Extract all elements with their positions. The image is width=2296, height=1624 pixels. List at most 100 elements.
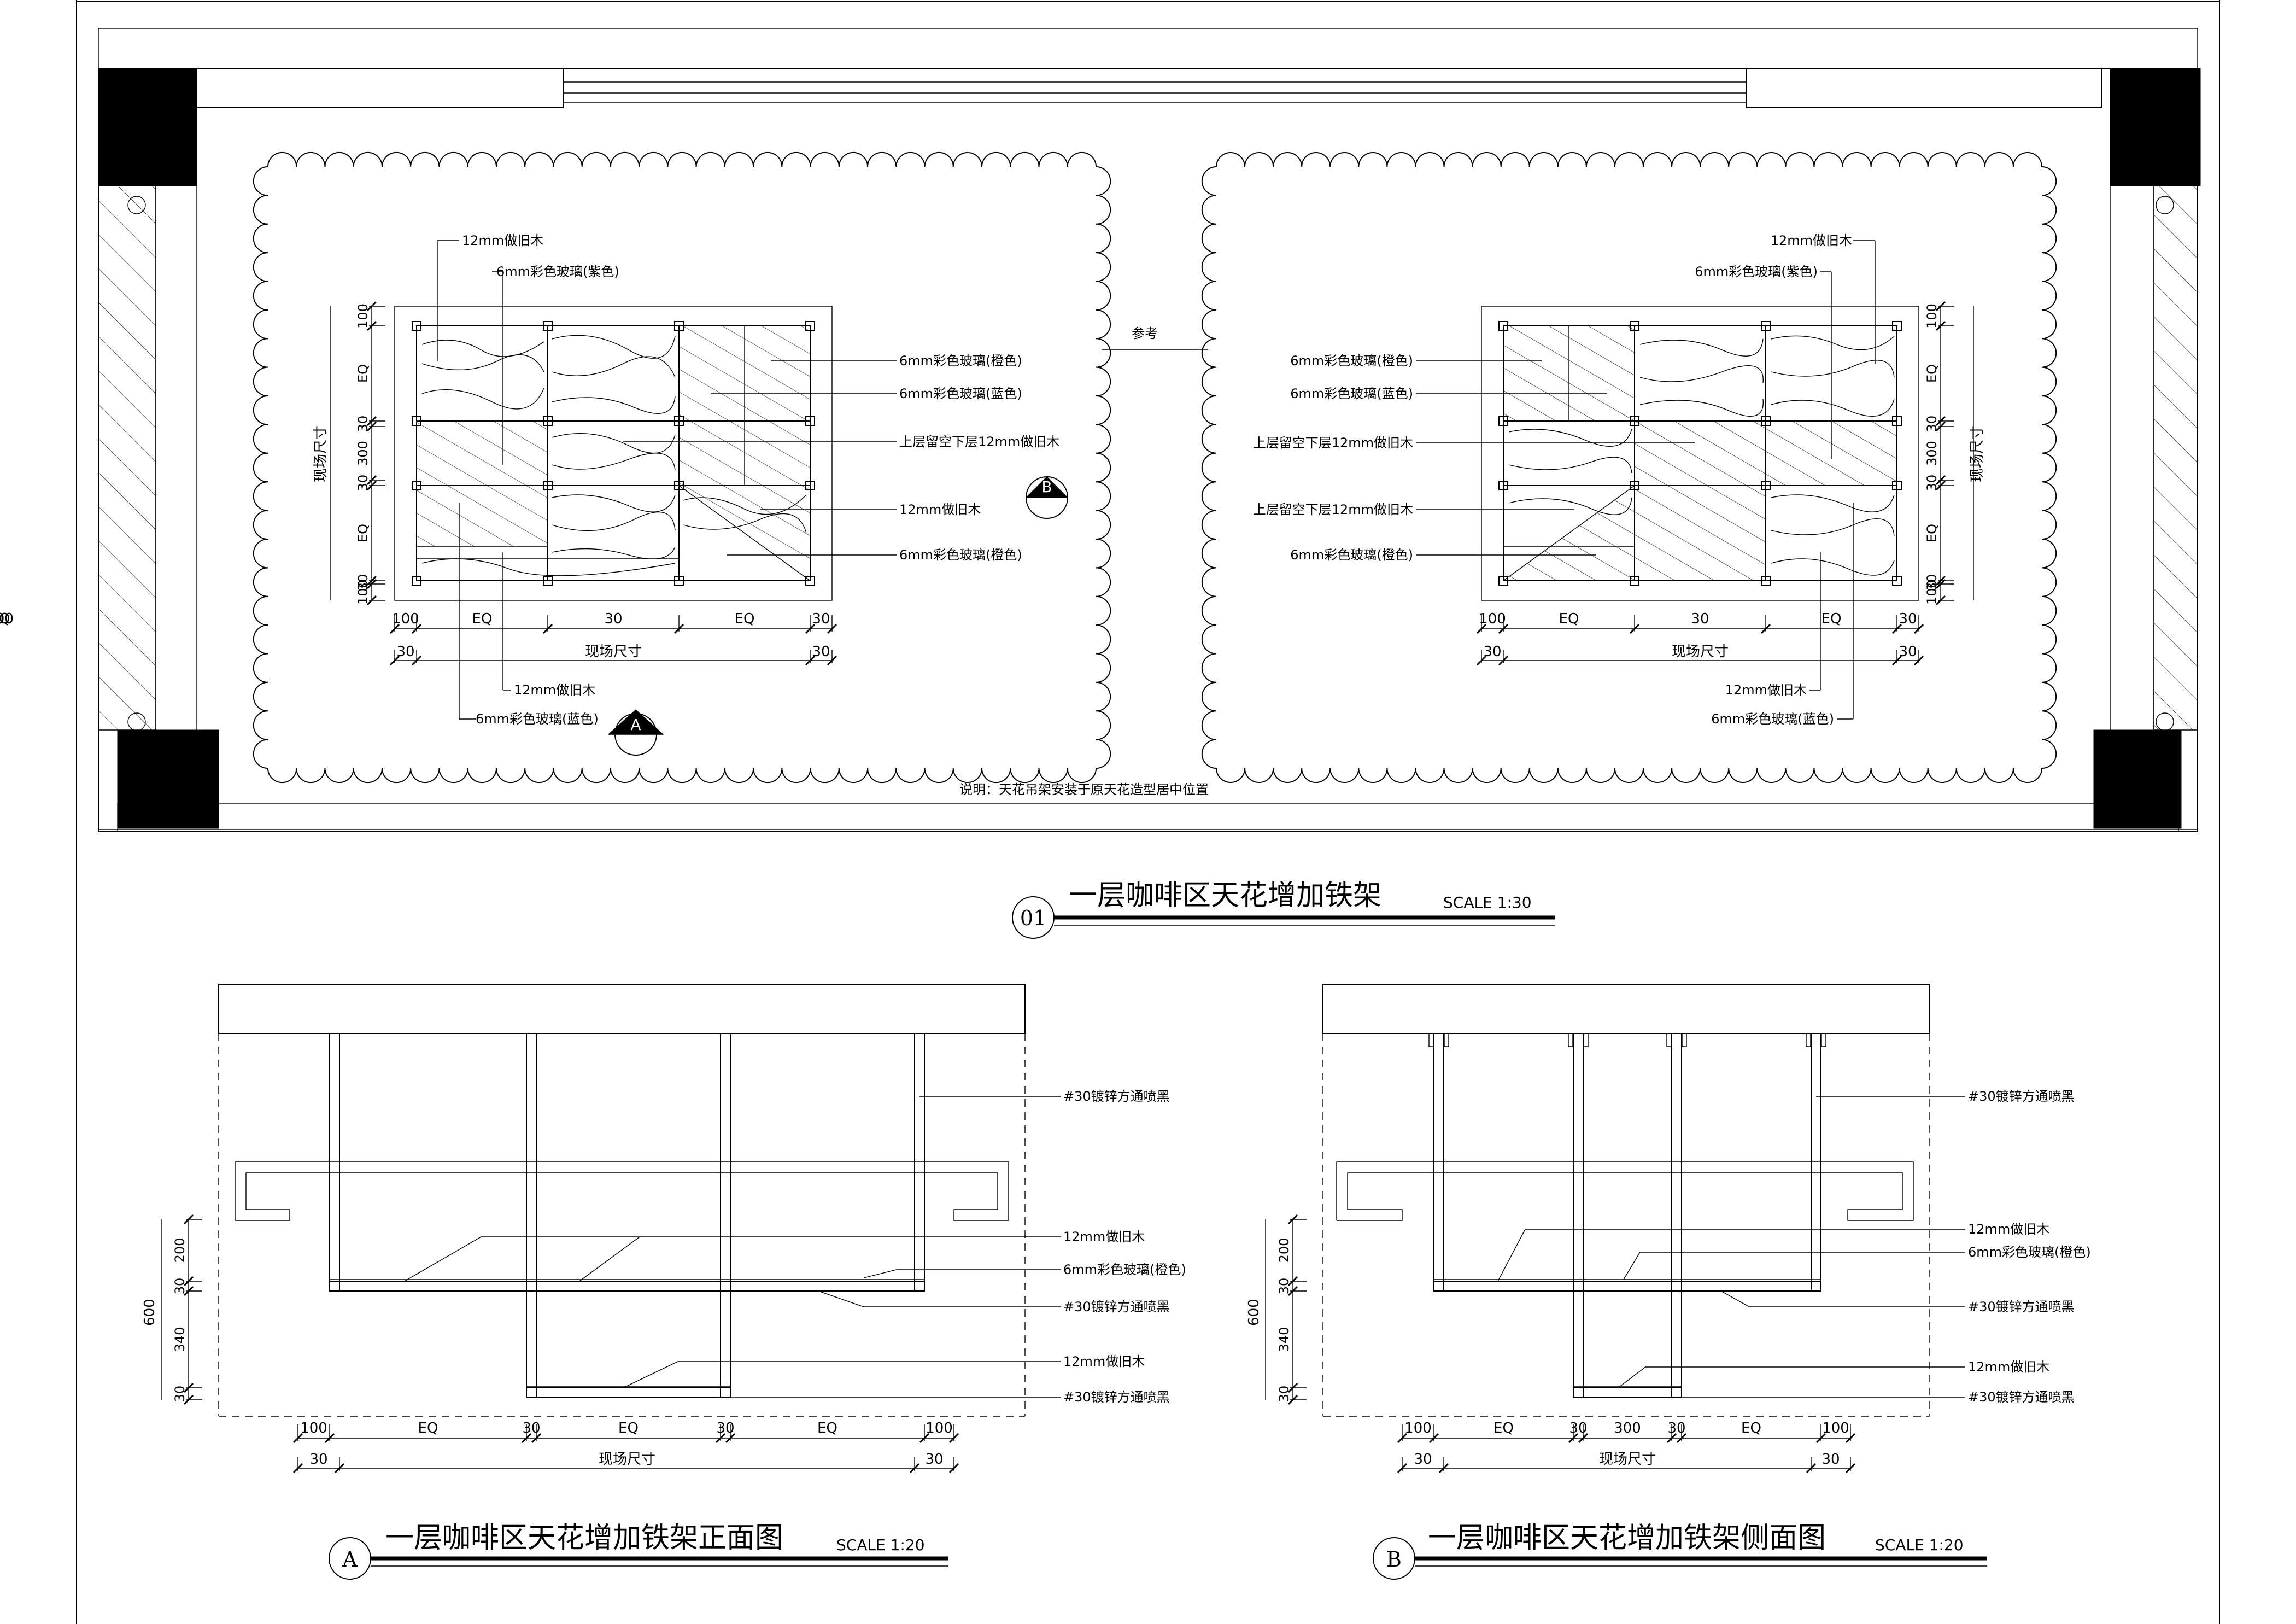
post-square [1892, 321, 1902, 331]
elev-a-title: 一层咖啡区天花增加铁架正面图 [385, 1522, 783, 1555]
post-square [412, 481, 421, 490]
post-square [1761, 416, 1771, 426]
glass-blue2-zone-right [1635, 486, 1766, 581]
label-right-upper-void: 上层留空下层12mm做旧木 [1253, 435, 1413, 451]
elev-a-label-glass: 6mm彩色玻璃(橙色) [1063, 1262, 1186, 1277]
dim-label: 30 [1899, 611, 1917, 627]
elev-a-label-wood1: 12mm做旧木 [1063, 1229, 1145, 1245]
plan-scale: SCALE 1:30 [1443, 893, 1532, 912]
dim-label: 100 [355, 580, 371, 605]
plan-title-block: 01 一层咖啡区天花增加铁架 SCALE 1:30 [1012, 879, 1555, 939]
elev-a-label-steel-bottom: #30镀锌方通喷黑 [1063, 1389, 1170, 1405]
post-square [1498, 321, 1508, 331]
elev-b-title: 一层咖啡区天花增加铁架侧面图 [1428, 1522, 1826, 1555]
elev-b-marker: B [1386, 1547, 1402, 1572]
glass-blue2-zone [417, 486, 548, 547]
reference-label: 参考 [1132, 326, 1158, 341]
label-right-wood-top: 12mm做旧木 [1771, 233, 1852, 248]
elev-b-label-steel-bottom: #30镀锌方通喷黑 [1968, 1389, 2075, 1405]
post-square [1630, 416, 1639, 426]
label-left-glass-purple: 6mm彩色玻璃(紫色) [496, 264, 619, 279]
dim-label: 340 [172, 1327, 188, 1352]
dim-label: 30 [355, 416, 371, 433]
dim-label: 100 [0, 611, 14, 627]
section-marker-b-label: B [1041, 478, 1052, 496]
dim-label: 100 [1924, 580, 1940, 605]
elev-b-label-steel-top: #30镀锌方通喷黑 [1968, 1089, 2075, 1104]
section-marker-a: A [607, 709, 664, 756]
dim-label: EQ [817, 1420, 837, 1436]
elev-b-label-steel-mid: #30镀锌方通喷黑 [1968, 1299, 2075, 1315]
dim-label: 200 [172, 1238, 188, 1263]
dim-label: 300 [1924, 441, 1940, 466]
label-left-glass-blue: 6mm彩色玻璃(蓝色) [899, 386, 1022, 401]
post-square [1630, 481, 1639, 490]
dim-label: 100 [300, 1420, 327, 1436]
right-vertical-total: 现场尺寸 [1969, 425, 1985, 482]
dim-label: EQ [0, 611, 10, 627]
elev-b-label-wood1: 12mm做旧木 [1968, 1222, 2049, 1237]
post-square [1630, 576, 1639, 586]
dim-label: 30 [716, 1420, 734, 1436]
label-left-upper-void: 上层留空下层12mm做旧木 [899, 434, 1059, 449]
dim-label: 30 [812, 644, 830, 660]
elev-a-label-wood2: 12mm做旧木 [1063, 1354, 1145, 1369]
dim-label: 现场尺寸 [585, 644, 642, 660]
column-top-left [98, 68, 197, 186]
label-right-glass-blue2: 6mm彩色玻璃(蓝色) [1711, 711, 1834, 727]
dim-label: EQ [1924, 364, 1940, 383]
elev-b-scale: SCALE 1:20 [1875, 1536, 1964, 1554]
elev-b-vertical-total: 600 [1246, 1299, 1262, 1326]
dim-label: 30 [355, 574, 371, 591]
dim-label: 30 [925, 1451, 943, 1468]
post-square [674, 416, 684, 426]
cloud-outlines [253, 151, 2057, 784]
post-square [543, 416, 553, 426]
dim-label: 30 [1924, 475, 1940, 492]
dim-label: EQ [1821, 611, 1842, 627]
elev-a-label-steel-top: #30镀锌方通喷黑 [1063, 1089, 1170, 1104]
dim-label: 现场尺寸 [1599, 1451, 1656, 1468]
post-square [805, 481, 815, 490]
right-wall-hatch [2153, 185, 2198, 731]
dim-label: 30 [1276, 1278, 1292, 1295]
dim-label: 30 [1899, 644, 1917, 660]
dim-label: 200 [1276, 1238, 1292, 1263]
post-square [1761, 321, 1771, 331]
elevation-b-title-block: B 一层咖啡区天花增加铁架侧面图 SCALE 1:20 [1373, 1522, 1987, 1580]
dim-label: 340 [1276, 1327, 1292, 1352]
elev-b-label-wood2: 12mm做旧木 [1968, 1359, 2049, 1375]
elev-a-label-steel-mid: #30镀锌方通喷黑 [1063, 1299, 1170, 1315]
dim-label: EQ [1559, 611, 1579, 627]
plan-right: 12mm做旧木 6mm彩色玻璃(紫色) 6mm彩色玻璃(橙色) 6mm彩色玻璃(… [0, 233, 1985, 727]
glass-blue-zone-right [1635, 421, 1766, 486]
post-square [674, 321, 684, 331]
dim-label: 300 [1614, 1420, 1641, 1436]
cloud-right [1201, 151, 2057, 784]
dim-label: EQ [1741, 1420, 1761, 1436]
glass-orange-zone-right [1503, 326, 1635, 421]
label-right-glass-orange2: 6mm彩色玻璃(橙色) [1290, 547, 1413, 563]
reference-link: 参考 [1102, 326, 1208, 350]
post-square [805, 576, 815, 586]
dim-label: 100 [1822, 1420, 1849, 1436]
left-wall-hatch [98, 185, 156, 731]
dim-label: 30 [1483, 644, 1501, 660]
plan-title: 一层咖啡区天花增加铁架 [1069, 879, 1381, 912]
column-bottom-left [117, 729, 219, 829]
dim-label: 30 [604, 611, 622, 627]
dim-label: 30 [172, 1386, 188, 1403]
dim-label: 30 [396, 644, 414, 660]
dim-label: 100 [392, 611, 419, 627]
label-right-upper-void2: 上层留空下层12mm做旧木 [1253, 502, 1413, 517]
dim-label: 30 [309, 1451, 327, 1468]
dim-label: 30 [172, 1278, 188, 1295]
section-marker-a-label: A [630, 716, 641, 734]
dim-label: 30 [355, 475, 371, 492]
post-square [412, 576, 421, 586]
section-marker-b: B [1025, 476, 1069, 519]
post-square [674, 576, 684, 586]
dim-label: EQ [355, 524, 371, 542]
